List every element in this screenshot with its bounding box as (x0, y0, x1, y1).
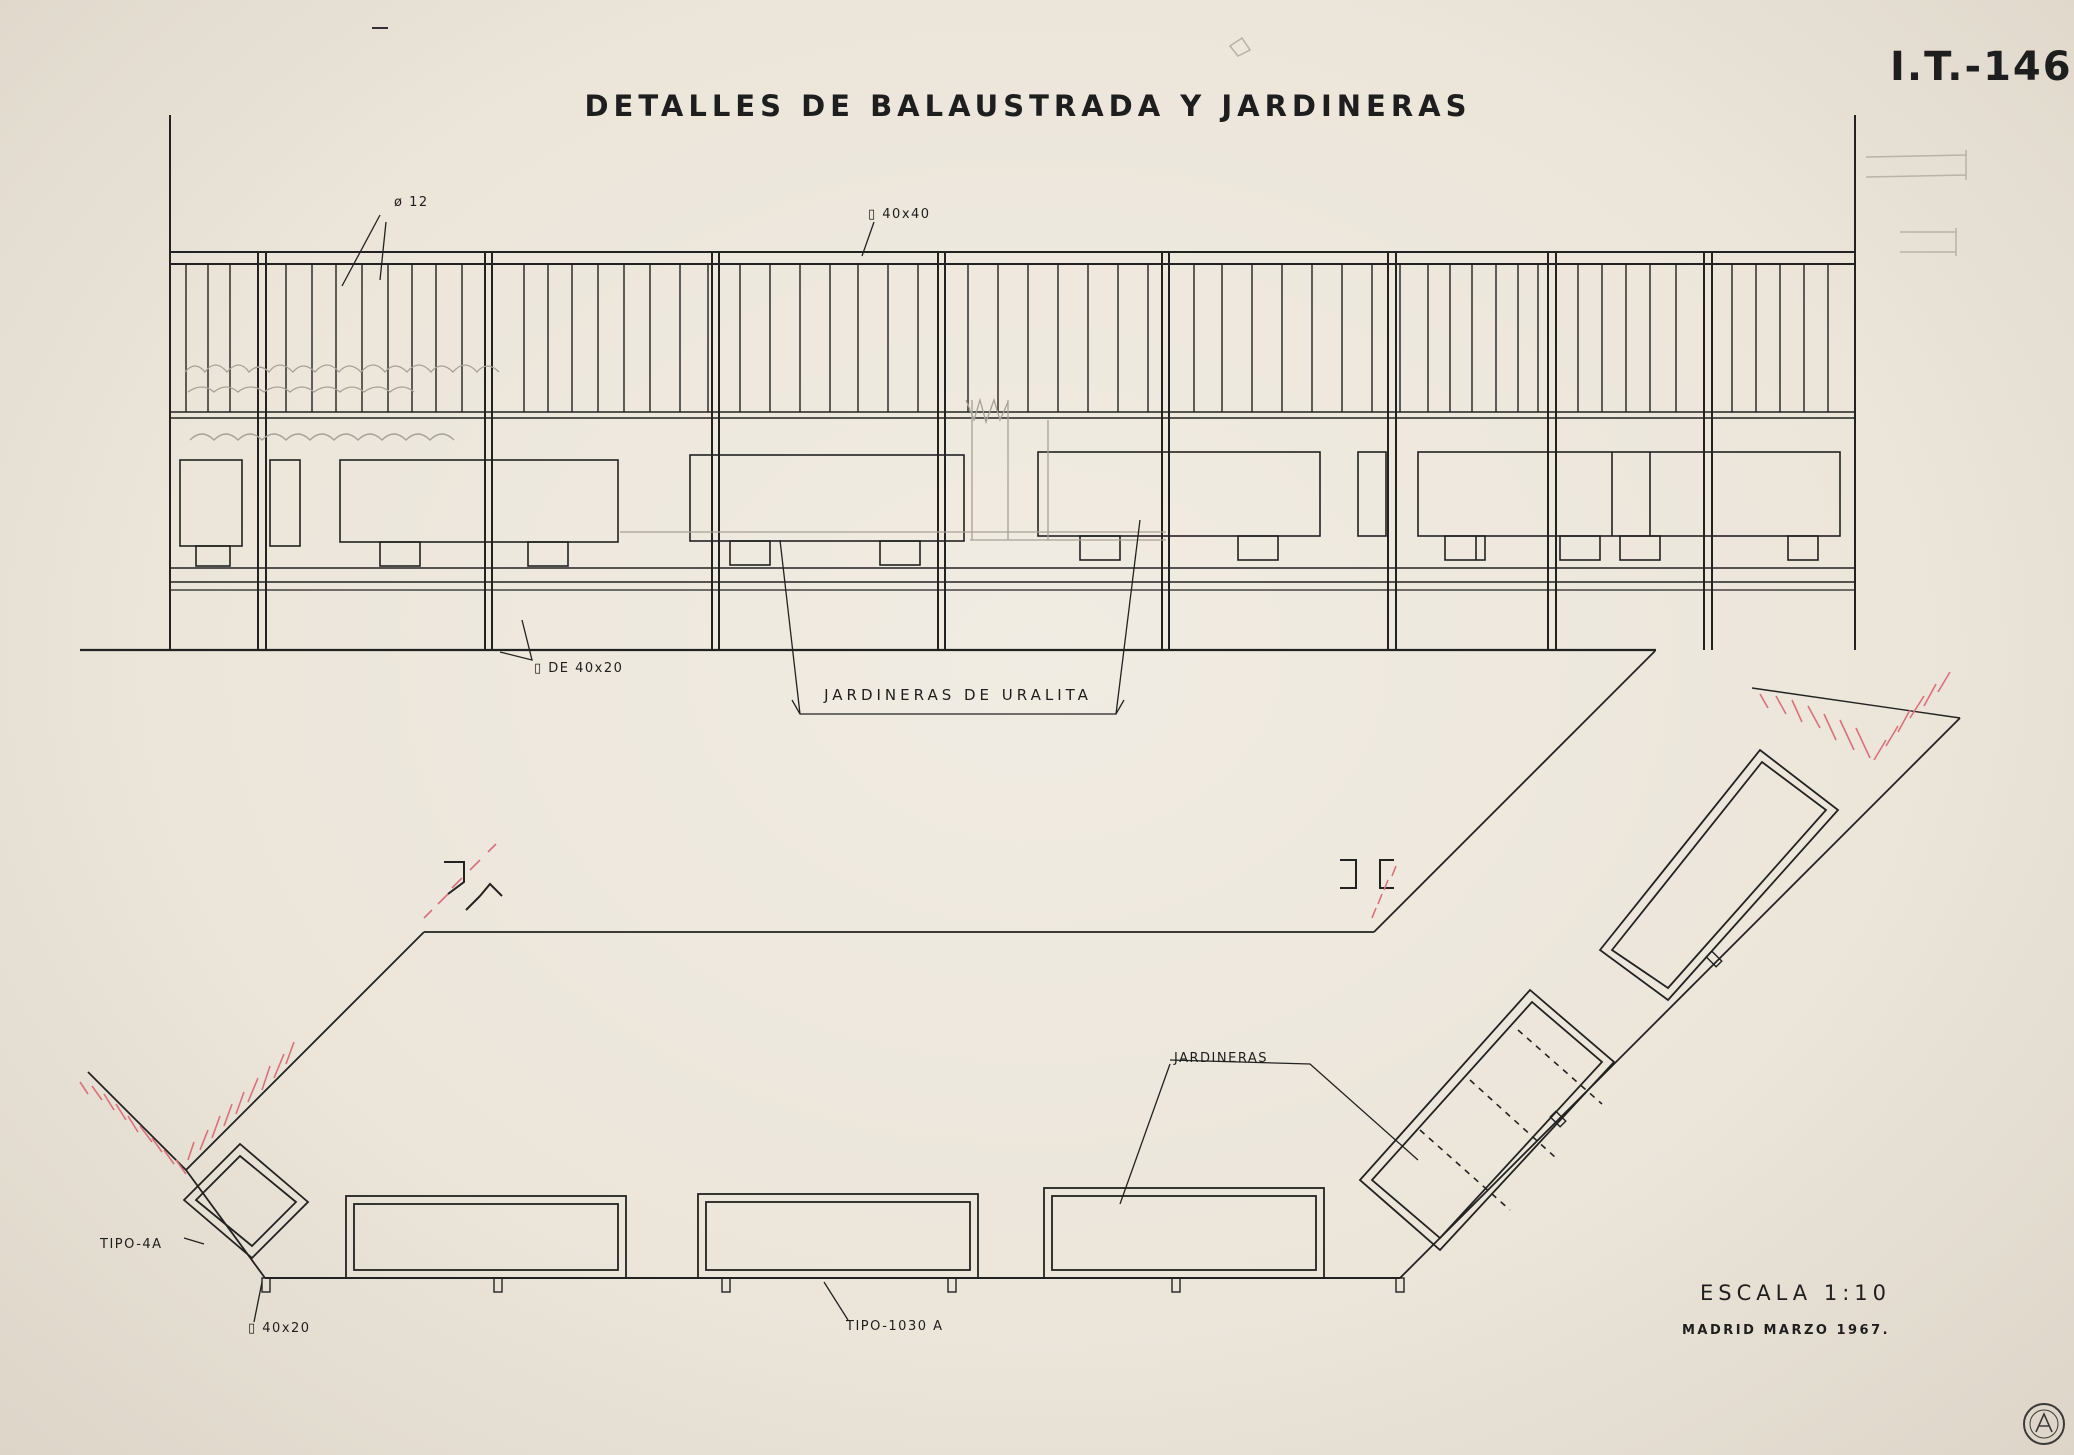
pencil-plant-sketch (184, 364, 1166, 541)
scale-label: ESCALA 1:10 (1700, 1281, 1891, 1305)
plan-planter-label: JARDINERAS (1173, 1051, 1268, 1066)
drawing-title: DETALLES DE BALAUSTRADA Y JARDINERAS (584, 89, 1471, 123)
date-label: MADRID MARZO 1967. (1682, 1323, 1890, 1338)
stamp-icon (2023, 1403, 2065, 1445)
top-rail-label: ▯ 40x40 (868, 207, 931, 222)
red-hatching (79, 671, 1951, 1175)
straight-planters (345, 1187, 1325, 1279)
balustrade-plan (87, 650, 1961, 1323)
planter-material-label: JARDINERAS DE URALITA (823, 686, 1092, 704)
support-section-label: ▯ 40x20 (248, 1321, 311, 1336)
sheet-reference: I.T.-146 (1890, 44, 2073, 90)
corner-type-label: TIPO-4A (99, 1237, 163, 1252)
straight-type-label: TIPO-1030 A (845, 1319, 944, 1334)
post-section-label: ▯ DE 40x20 (534, 661, 623, 676)
bar-diameter-label: ø 12 (394, 195, 429, 210)
balustrade-elevation (80, 115, 1856, 715)
corner-planter (182, 1142, 310, 1260)
pencil-sketch-marks (1228, 36, 1967, 256)
diagonal-planters (1358, 748, 1840, 1252)
